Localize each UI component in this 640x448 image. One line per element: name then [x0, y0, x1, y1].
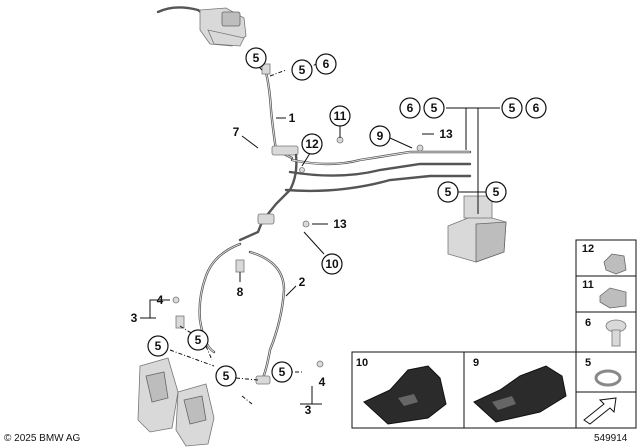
label-13: 13 [439, 127, 453, 141]
inset-label-9: 9 [473, 357, 479, 369]
bracket-10-slot [398, 394, 418, 406]
callout-5 [485, 181, 507, 203]
label-4: 4 [157, 293, 164, 307]
callout-6-text: 6 [323, 57, 330, 71]
inset-label-6: 6 [585, 317, 591, 329]
abs-unit [447, 150, 507, 263]
callout-5 [271, 361, 293, 383]
callout-5-text: 5 [195, 333, 202, 347]
callout-5-text: 5 [223, 369, 230, 383]
callout-6-text: 6 [533, 101, 540, 115]
callout-9 [369, 125, 391, 147]
callout-11 [329, 105, 351, 127]
seal-ring-icon [594, 369, 622, 387]
arrow-icon [583, 397, 617, 425]
callout-10-text: 10 [325, 257, 339, 271]
label-8: 8 [237, 285, 244, 299]
inset-label-12: 12 [582, 243, 594, 255]
callout-5 [437, 181, 459, 203]
callout-5 [245, 47, 267, 69]
callout-5-text: 5 [253, 51, 260, 65]
callout-10 [321, 253, 343, 275]
label-7: 7 [233, 125, 240, 139]
inset-label-5: 5 [585, 357, 591, 369]
callout-5 [291, 59, 313, 81]
copyright-text: © 2025 BMW AG [4, 433, 81, 444]
bracket-9-slot [492, 396, 516, 410]
brake-hoses-lower [175, 242, 286, 385]
callout-6-text: 6 [407, 101, 414, 115]
bracket-10-icon [363, 365, 447, 425]
callout-5-text: 5 [509, 101, 516, 115]
clip-11-icon [599, 287, 627, 309]
label-3: 3 [305, 403, 312, 417]
callout-5-text: 5 [493, 185, 500, 199]
callout-6 [399, 97, 421, 119]
brake-line-main [238, 150, 472, 242]
callout-5-text: 5 [279, 365, 286, 379]
document-number: 549914 [594, 433, 628, 444]
leader-lines [140, 63, 500, 405]
inset-panels-right: 12 11 6 5 [575, 239, 637, 429]
small-fittings [172, 136, 424, 368]
brake-caliper-left [137, 357, 179, 433]
callout-5 [501, 97, 523, 119]
callout-11-text: 11 [334, 109, 347, 123]
inset-panels-bottom: 10 9 [351, 351, 577, 429]
callout-5 [423, 97, 445, 119]
inset-label-11: 11 [582, 279, 594, 291]
clip-12-icon [603, 253, 627, 275]
label-13: 13 [333, 217, 347, 231]
master-cylinder [156, 6, 247, 47]
callout-5-text: 5 [445, 185, 452, 199]
label-4: 4 [319, 375, 326, 389]
inset-label-10: 10 [356, 357, 368, 369]
banjo-bolt-shaft [611, 329, 621, 347]
callout-6 [525, 97, 547, 119]
callout-5 [187, 329, 209, 351]
label-1: 1 [289, 111, 296, 125]
callout-9-text: 9 [377, 129, 384, 143]
label-2: 2 [299, 275, 306, 289]
callout-5 [215, 365, 237, 387]
brake-hose-1 [261, 63, 299, 160]
callouts: 5 6 5 1 7 11 12 9 13 6 5 5 6 5 5 13 10 2… [131, 47, 547, 417]
label-3: 3 [131, 311, 138, 325]
brake-caliper-right [175, 383, 215, 447]
callout-5-text: 5 [299, 63, 306, 77]
callout-12-text: 12 [305, 137, 319, 151]
callout-5 [147, 335, 169, 357]
callout-5-text: 5 [155, 339, 162, 353]
callout-6 [315, 53, 337, 75]
callout-5-text: 5 [431, 101, 438, 115]
callout-12 [301, 133, 323, 155]
